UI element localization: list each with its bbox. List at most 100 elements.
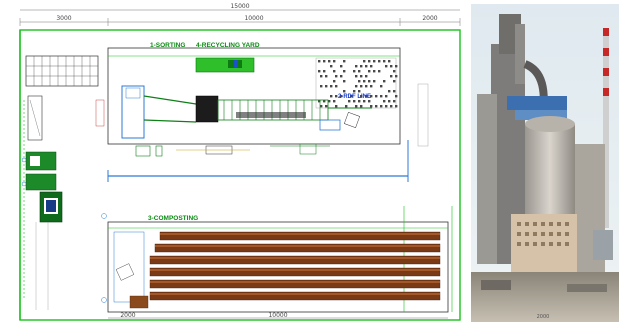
stockpile-dot [388,100,390,102]
stockpile-dot [363,60,365,62]
stockpile-dot [325,105,327,107]
conveyor-2 [144,120,196,122]
stockpile-dot [318,60,320,62]
storage-silo [418,84,428,146]
stockpile-dot [368,80,370,82]
stockpile-dot [395,95,397,97]
stockpile-dot [335,85,337,87]
stockpile-dot [393,70,395,72]
compost-windrow-highlight [150,281,440,283]
stockpile-dot [333,60,335,62]
label-zone-4-recycling-yard: 4-RECYCLING YARD [196,42,260,49]
stockpile-dot [390,65,392,67]
stockpile-dot [365,65,367,67]
stockpile-dot [330,65,332,67]
stockpile-dot [330,95,332,97]
dim-overall-width: 15000 [230,3,249,10]
stockpile-dot [395,105,397,107]
stockpile-dot [325,85,327,87]
dim-top-mid: 10000 [244,15,263,22]
office-building [26,56,98,86]
stockpile-dot [380,105,382,107]
stockpile-dot [318,70,320,72]
stockpile-dot [355,85,357,87]
baler [320,120,340,130]
stockpile-dot [368,60,370,62]
stockpile-dot [353,100,355,102]
stockpile-dot [335,75,337,77]
stockpile-dot [368,70,370,72]
conveyor-1 [144,96,196,104]
stockpile-dots [318,60,397,107]
stockpile-dot [335,105,337,107]
stockpile-dot [343,60,345,62]
stockpile-dot [328,60,330,62]
stockpile-dot [360,85,362,87]
stockpile-dot [343,80,345,82]
stockpile-dot [363,100,365,102]
dim-bottom-left: 2000 [120,312,135,319]
stockpile-dot [373,60,375,62]
compost-windrows [150,232,440,300]
stockpile-dot [393,80,395,82]
stockpile-dot [395,65,397,67]
stockpile-dot [375,95,377,97]
compost-windrow-highlight [160,233,440,235]
stockpile-dot [355,65,357,67]
stockpile-dot [393,90,395,92]
stockpile-dot [358,100,360,102]
stockpile-dot [320,85,322,87]
stockpile-dot [343,70,345,72]
stockpile-dot [320,105,322,107]
tipping-floor [122,86,144,138]
stockpile-dot [358,90,360,92]
stockpile-dot [358,80,360,82]
dim-top-right: 2000 [422,15,437,22]
stockpile-dot [368,100,370,102]
stockpile-dot [333,70,335,72]
compost-windrow-highlight [150,257,440,259]
stockpile-dot [390,75,392,77]
stockpile-dot [395,75,397,77]
stockpile-dot [333,80,335,82]
stockpile-dot [343,90,345,92]
label-zone-2-rdf-line: 2-RDF LINE [338,94,371,100]
dim-top-left: 3000 [56,15,71,22]
trommel-screen [196,96,218,122]
stockpile-dot [365,85,367,87]
cement-plant-photo: 2000 [471,4,619,322]
stockpile-dot [340,75,342,77]
label-zone-3-composting: 3-COMPOSTING [148,215,198,222]
stockpile-dot [340,65,342,67]
stockpile-dot [378,60,380,62]
stockpile-dot [358,70,360,72]
stockpile-dot [320,75,322,77]
stockpile-dot [360,105,362,107]
site-plan-drawing: 15000 3000 10000 2000 [0,0,468,324]
stockpile-dot [385,105,387,107]
compost-windrow-highlight [150,269,440,271]
stockpile-dot [370,65,372,67]
stockpile-dot [363,80,365,82]
stockpile-dot [333,100,335,102]
stockpile-dot [390,105,392,107]
compost-windrow-highlight [155,245,440,247]
compost-windrow-highlight [150,293,440,295]
dim-bottom-mid: 10000 [268,312,287,319]
photo-scale-text: 2000 [537,314,550,320]
stockpile-dot [383,80,385,82]
stockpile-dot [385,95,387,97]
stockpile-dot [373,70,375,72]
stockpile-dot [345,105,347,107]
stockpile-dot [388,90,390,92]
stockpile-dot [353,70,355,72]
stockpile-dot [323,70,325,72]
stockpile-dot [388,60,390,62]
stockpile-dot [370,105,372,107]
stockpile-dot [373,80,375,82]
recycling-yard-block [196,58,254,72]
weighbridge-2 [26,174,56,190]
stockpile-dot [348,100,350,102]
control-room [96,100,104,126]
